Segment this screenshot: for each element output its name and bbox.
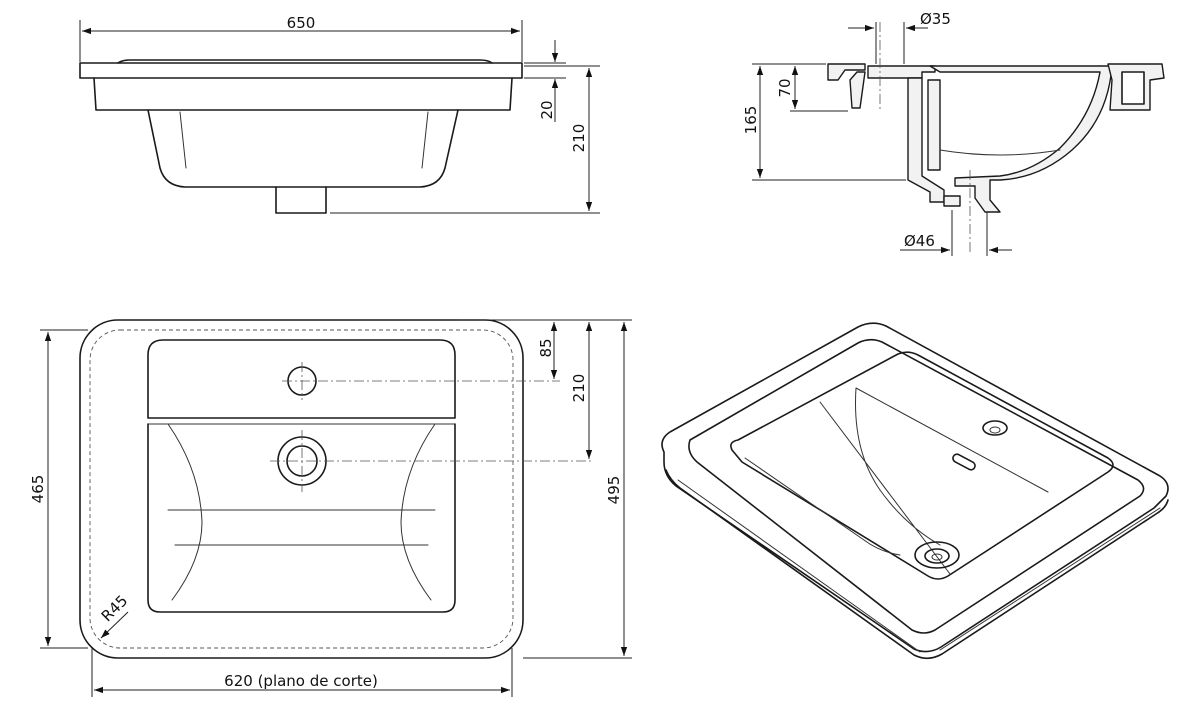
dim-section-overflow: 70 — [776, 78, 794, 97]
front-view: 650 20 210 — [79, 14, 600, 214]
dim-plan-faucet: 85 — [537, 338, 555, 357]
isometric-view — [661, 322, 1169, 660]
dim-front-height: 210 — [570, 124, 588, 153]
dim-front-rim: 20 — [538, 100, 556, 119]
dim-plan-cut-width: 620 (plano de corte) — [224, 672, 378, 690]
section-view: Ø35 70 165 Ø46 — [742, 10, 1165, 256]
dim-plan-inner: 465 — [29, 475, 47, 504]
dim-corner-radius: R45 — [98, 592, 132, 626]
dim-section-depth: 165 — [742, 106, 760, 135]
dim-front-width: 650 — [287, 14, 316, 32]
dim-drain-diameter: Ø46 — [904, 232, 935, 250]
plan-view: 85 210 495 465 R45 620 (plano de corte) — [29, 319, 632, 697]
dim-plan-outer: 495 — [605, 476, 623, 505]
dim-overflow-diameter: Ø35 — [920, 10, 951, 28]
dim-plan-drain: 210 — [570, 374, 588, 403]
